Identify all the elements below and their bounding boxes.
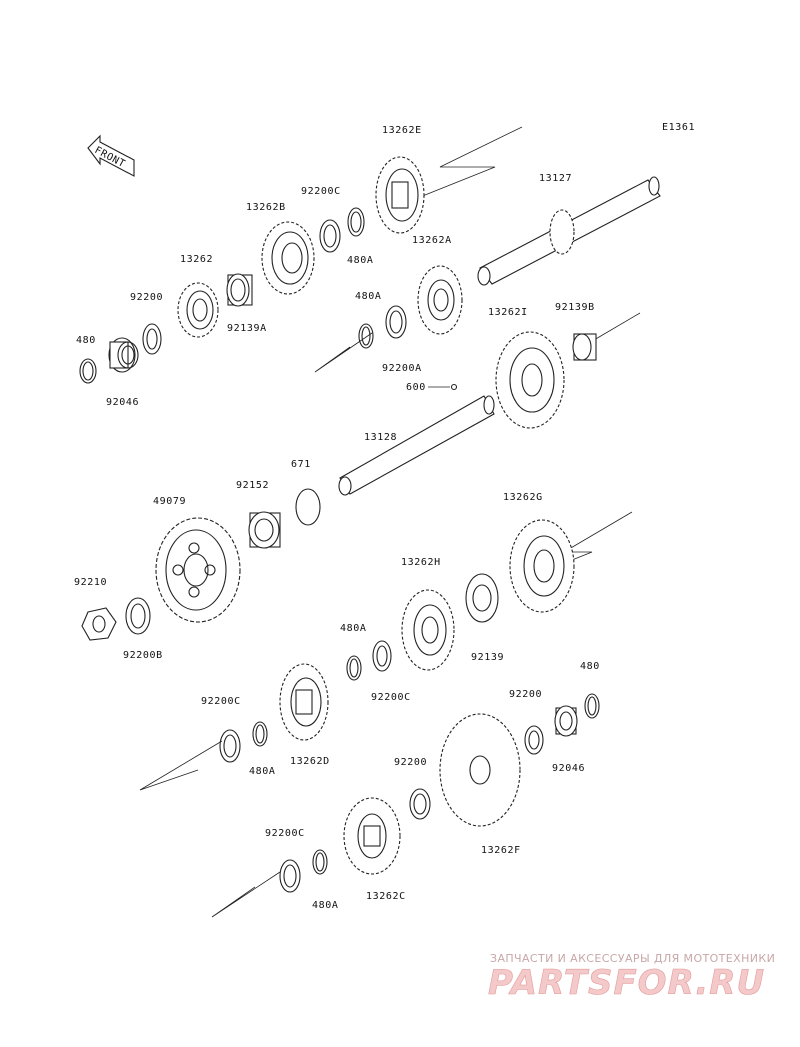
- label-92139A: 92139A: [227, 323, 267, 334]
- gear-13262G: [509, 519, 575, 613]
- label-13262A: 13262A: [412, 235, 452, 246]
- label-92200B: 92200B: [123, 650, 163, 661]
- label-480A-left: 480A: [249, 766, 275, 777]
- label-13262B: 13262B: [246, 202, 286, 213]
- front-arrow-icon: FRONT: [87, 134, 135, 177]
- needle-bearing-92139A: [226, 273, 253, 307]
- needle-bearing-92046: [108, 337, 139, 373]
- label-480-top: 480: [76, 335, 96, 346]
- washer-92200C-bottom: [279, 859, 301, 893]
- label-92046-right: 92046: [552, 763, 585, 774]
- washer-92200C-top: [319, 219, 341, 253]
- label-92200C-top: 92200C: [301, 186, 341, 197]
- washer-92200C-low: [372, 640, 392, 672]
- circlip-480A-top: [347, 207, 365, 237]
- label-13128: 13128: [364, 432, 397, 443]
- gear-13262D: [279, 663, 329, 741]
- gear-13262B: [261, 221, 315, 295]
- label-13262F: 13262F: [481, 845, 521, 856]
- gear-13262I: [495, 331, 565, 429]
- gear-13262H: [401, 589, 455, 671]
- watermark-logo: PARTSFOR.RU: [488, 963, 765, 1003]
- nut-92210: [81, 607, 117, 641]
- washer-92200C-left: [219, 729, 241, 763]
- label-92210: 92210: [74, 577, 107, 588]
- label-92200C-left: 92200C: [201, 696, 241, 707]
- label-13127: 13127: [539, 173, 572, 184]
- washer-92200-right: [524, 725, 544, 755]
- label-92152: 92152: [236, 480, 269, 491]
- needle-bearing-92139: [465, 573, 499, 623]
- circlip-480A-bottom: [312, 849, 328, 875]
- gear-13262C: [343, 797, 401, 875]
- watermark: ЗАПЧАСТИ И АКСЕССУАРЫ ДЛЯ МОТОТЕХНИКИ PA…: [488, 952, 775, 1003]
- plug-600: [428, 383, 458, 391]
- circlip-480A-mid: [358, 323, 374, 349]
- needle-bearing-92046-right: [554, 705, 578, 737]
- circlip-480: [79, 358, 97, 384]
- washer-92200B: [125, 597, 151, 635]
- label-13262G: 13262G: [503, 492, 543, 503]
- gear-13262A: [417, 265, 463, 335]
- label-92200A: 92200A: [382, 363, 422, 374]
- label-92200-top: 92200: [130, 292, 163, 303]
- shaft-13128: [338, 395, 495, 496]
- label-13262C: 13262C: [366, 891, 406, 902]
- label-92139: 92139: [471, 652, 504, 663]
- label-13262E: 13262E: [382, 125, 422, 136]
- label-480A-bottom: 480A: [312, 900, 338, 911]
- washer-92200-bottom: [409, 788, 431, 820]
- label-92139B: 92139B: [555, 302, 595, 313]
- label-13262I: 13262I: [488, 307, 528, 318]
- watermark-tagline: ЗАПЧАСТИ И АКСЕССУАРЫ ДЛЯ МОТОТЕХНИКИ: [490, 952, 775, 965]
- label-600: 600: [406, 382, 426, 393]
- shaft-13127: [477, 176, 661, 286]
- label-480-right: 480: [580, 661, 600, 672]
- needle-bearing-92139B: [572, 333, 597, 361]
- label-92200C-low: 92200C: [371, 692, 411, 703]
- label-92200-right: 92200: [509, 689, 542, 700]
- label-13262H: 13262H: [401, 557, 441, 568]
- circlip-480A-left: [252, 721, 268, 747]
- label-13262: 13262: [180, 254, 213, 265]
- washer-92200-top: [142, 323, 162, 355]
- label-480A-low: 480A: [340, 623, 366, 634]
- gear-13262E: [375, 156, 425, 234]
- sprocket-49079: [155, 517, 241, 623]
- label-480A-top: 480A: [347, 255, 373, 266]
- label-49079: 49079: [153, 496, 186, 507]
- diagram-code: E1361: [662, 122, 695, 133]
- o-ring-671: [295, 488, 321, 526]
- label-480A-mid: 480A: [355, 291, 381, 302]
- gear-13262: [177, 282, 219, 338]
- label-92200C-bottom: 92200C: [265, 828, 305, 839]
- circlip-480A-low: [346, 655, 362, 681]
- part-labels: 480 92046 92200 13262 92139A 13262B 9220…: [74, 125, 600, 911]
- circlip-480-right: [584, 693, 600, 719]
- label-671: 671: [291, 459, 311, 470]
- axis-lines: [139, 126, 641, 918]
- label-92046-top: 92046: [106, 397, 139, 408]
- label-92200-bottom: 92200: [394, 757, 427, 768]
- label-13262D: 13262D: [290, 756, 330, 767]
- gear-13262F: [439, 713, 521, 827]
- washer-92200A: [385, 305, 407, 339]
- ball-bearing-92152: [248, 511, 281, 549]
